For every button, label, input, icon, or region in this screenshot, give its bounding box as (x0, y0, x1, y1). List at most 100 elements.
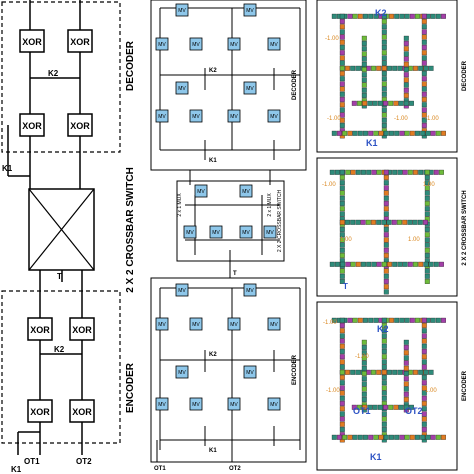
qca-cell (339, 86, 345, 92)
qca-cell (415, 317, 420, 323)
caption-encoder: ENCODER (125, 362, 136, 413)
qca-cell (421, 333, 427, 339)
qca-cell (381, 123, 387, 128)
qca-cell (361, 77, 367, 83)
decoder-frame (150, 0, 307, 171)
mv-gate (227, 317, 241, 331)
qca-cell (381, 395, 387, 401)
qca-cell (392, 261, 398, 267)
qca-cell (413, 65, 418, 71)
mv-label: MV (230, 42, 238, 48)
mv-label: MV (246, 8, 254, 14)
qca-cell (421, 29, 427, 35)
weight-label: -1.00 (322, 182, 336, 188)
qca-cell (425, 434, 431, 440)
qca-cell (339, 55, 345, 61)
mv-gate (183, 225, 197, 239)
wire-label-k2: K2 (209, 68, 217, 74)
qca-cell (351, 404, 357, 410)
weight-label: 1.00 (408, 237, 420, 243)
qca-cell (361, 376, 367, 382)
qca-cell (413, 169, 418, 175)
mv-gate (155, 397, 169, 411)
mv-gate (189, 109, 203, 123)
mv-gate (239, 225, 253, 239)
qca-cell (339, 421, 345, 427)
qca-crossbar-frame (316, 157, 458, 297)
qca-cell (424, 180, 430, 186)
qca-cell (421, 112, 427, 118)
qca-cell (403, 87, 409, 93)
qca-cell (372, 404, 378, 410)
qca-cell (383, 242, 389, 248)
qca-cell (381, 86, 387, 92)
qca-cell (381, 65, 387, 71)
qca-cell (421, 81, 427, 87)
qca-cell (339, 13, 345, 19)
mv-label: MV (158, 322, 166, 328)
qca-cell (371, 369, 376, 375)
qca-cell (383, 232, 389, 238)
qca-cell (424, 273, 430, 279)
qca-cell (361, 169, 366, 175)
qca-cell (368, 317, 374, 323)
qca-cell (381, 390, 387, 396)
xor-gate (27, 317, 53, 341)
mv-label: MV (158, 42, 166, 48)
qca-cell (337, 130, 342, 136)
qca-cell (357, 434, 363, 440)
qca-cell (383, 268, 389, 274)
qca-cell (339, 19, 345, 24)
qca-cell (339, 328, 345, 334)
qca-cell (371, 65, 376, 71)
mv-label: MV (246, 288, 254, 294)
qca-cell (339, 427, 345, 432)
mv-label: MV (242, 189, 250, 195)
qca-cell (383, 227, 389, 232)
qca-cell (339, 107, 345, 113)
qca-cell (331, 13, 337, 19)
qca-cell (424, 211, 430, 217)
qca-cell (376, 369, 382, 375)
mv-label: MV (230, 322, 238, 328)
qca-cell (402, 261, 408, 267)
qca-cell (423, 219, 428, 225)
qca-cell (339, 349, 345, 354)
caption-encoder: ENCODER (462, 370, 468, 401)
qca-cell (361, 93, 367, 98)
qca-cell (357, 130, 363, 136)
mv-gate (175, 81, 189, 95)
qca-cell (435, 130, 441, 136)
qca-encoder-frame (316, 301, 458, 471)
qca-cell (339, 253, 345, 258)
qca-cell (352, 130, 358, 136)
mv-label: MV (242, 230, 250, 236)
qca-cell (339, 81, 345, 87)
qca-cell (409, 317, 415, 323)
qca-cell (391, 219, 397, 225)
qca-cell (361, 365, 367, 371)
qca-cell (402, 219, 408, 225)
qca-cell (421, 13, 427, 19)
mv-label: MV (266, 230, 274, 236)
qca-cell (345, 169, 351, 175)
qca-cell (409, 130, 415, 136)
qca-cell (365, 219, 371, 225)
qca-cell (345, 65, 350, 71)
qca-cell (398, 100, 404, 106)
qca-cell (424, 253, 430, 258)
qca-cell (421, 55, 427, 61)
qca-cell (381, 328, 387, 334)
qca-label-t: T (343, 282, 348, 291)
left-panel (1, 0, 121, 455)
qca-cell (355, 261, 361, 267)
qca-cell (421, 39, 427, 45)
qca-cell (403, 82, 409, 88)
xor-label: XOR (70, 37, 90, 47)
qca-cell (363, 13, 368, 19)
qca-cell (366, 169, 372, 175)
encoder-frame (150, 277, 307, 463)
qca-cell (373, 130, 379, 136)
qca-cell (373, 434, 379, 440)
